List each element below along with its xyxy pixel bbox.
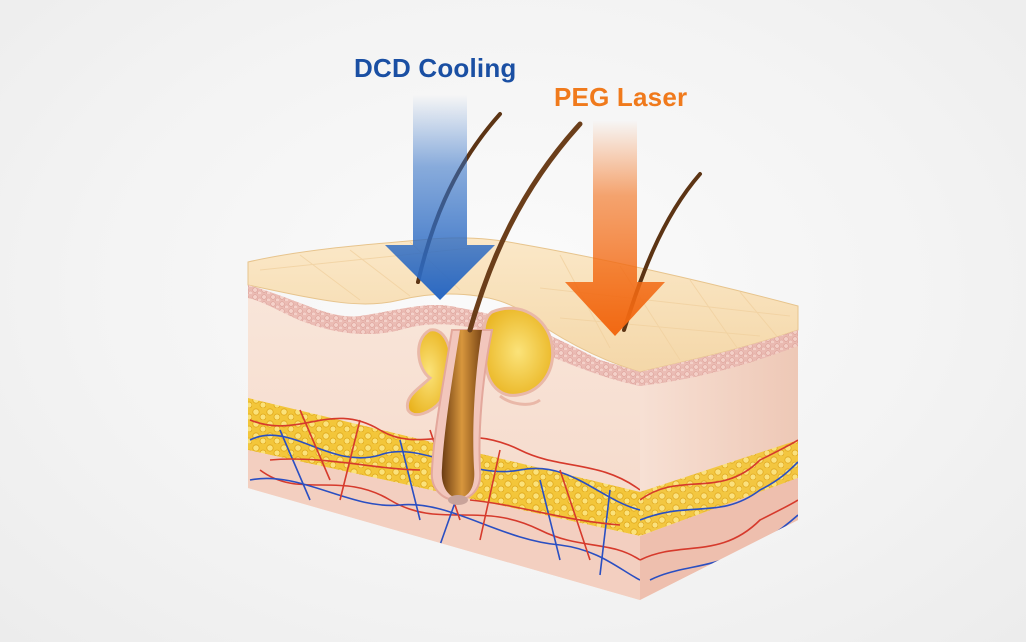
skin-block	[247, 237, 799, 600]
epidermis-cell-layer-side	[640, 330, 798, 386]
hair-follicle	[405, 306, 555, 505]
dcd-cooling-label: DCD Cooling	[354, 53, 517, 83]
cooling-arrow	[385, 95, 495, 300]
sebaceous-gland-right	[482, 306, 555, 397]
dermal-papilla	[448, 495, 468, 505]
fat-layer-side	[640, 440, 798, 536]
deep-tissue-front	[248, 450, 640, 600]
hair-center	[467, 121, 583, 333]
peg-laser-label: PEG Laser	[554, 82, 688, 112]
laser-arrow	[565, 120, 665, 336]
hair-bulb	[441, 330, 482, 498]
